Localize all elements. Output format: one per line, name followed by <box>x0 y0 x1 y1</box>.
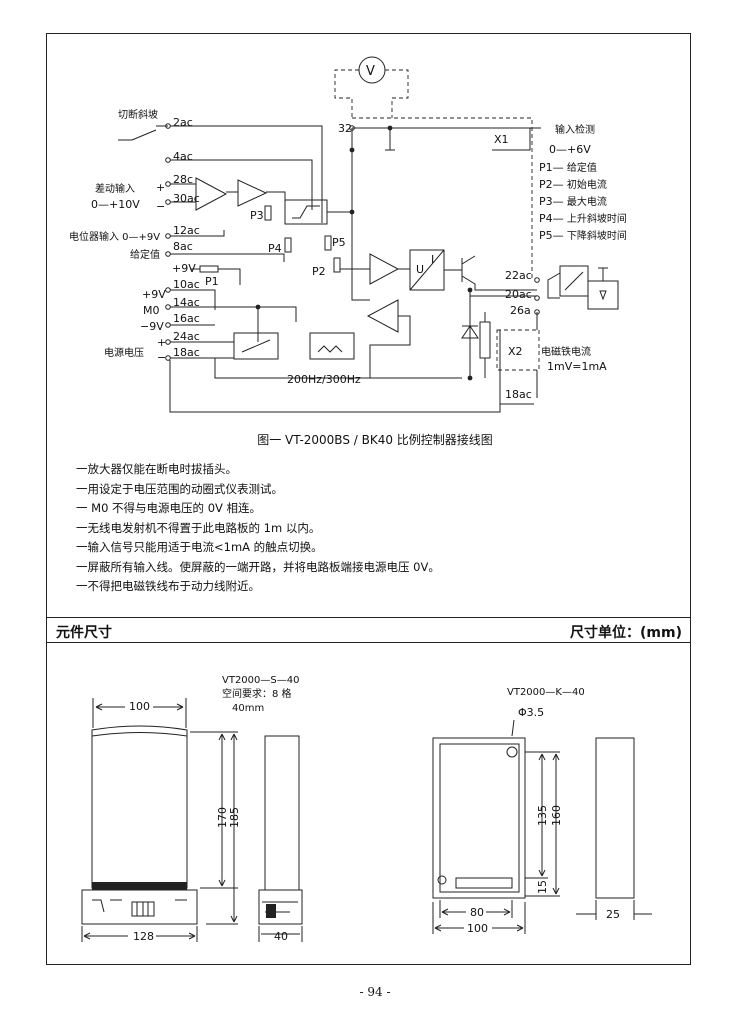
dimension-drawings: VT2000—S—40 空间要求：8 格 40mm 100 170 185 12… <box>81 675 652 943</box>
pot-input-label: 电位器输入 0—+9V <box>69 230 160 243</box>
plus9v-label: +9V <box>142 288 166 301</box>
term-4ac: 4ac <box>173 150 193 163</box>
minus9v-label: −9V <box>140 320 164 333</box>
power-plus: + <box>157 336 166 349</box>
term-26a: 26a <box>510 304 531 317</box>
k-dim-160: 160 <box>550 805 563 826</box>
term-24ac: 24ac <box>173 330 200 343</box>
diff-minus: − <box>156 200 165 213</box>
p1-plus9v: +9V <box>172 262 196 275</box>
pot-item: P3— 最大电流 <box>539 195 607 208</box>
s-dim-185: 185 <box>228 807 241 828</box>
s-dim-128: 128 <box>133 930 154 943</box>
pot-item: P5— 下降斜坡时间 <box>539 229 627 242</box>
u-label: U <box>416 263 424 276</box>
k-dim-25: 25 <box>606 908 620 921</box>
term-14ac: 14ac <box>173 296 200 309</box>
page-frame <box>46 33 691 965</box>
pot-list: P1— 给定值 P2— 初始电流 P3— 最大电流 P4— 上升斜坡时间 P5—… <box>539 160 627 245</box>
input-range-label: 0—+6V <box>549 143 591 156</box>
s-space-label: 空间要求：8 格 <box>222 687 292 700</box>
k-dim-15: 15 <box>536 880 549 894</box>
term-2ac: 2ac <box>173 116 193 129</box>
p1-label: P1 <box>205 275 219 288</box>
term-18ac-right: 18ac <box>505 388 532 401</box>
i-label: I <box>431 253 434 266</box>
figure-caption: 图一 VT-2000BS / BK40 比例控制器接线图 <box>257 433 493 447</box>
term-32: 32 <box>338 122 352 135</box>
switch-ramp-label: 切断斜坡 <box>118 108 158 121</box>
circuit-diagram: V 2ac 4ac 28c 30ac 12ac 8ac 10ac 14ac 16… <box>69 56 619 413</box>
section-divider-bottom <box>46 642 691 643</box>
power-minus: − <box>157 351 166 364</box>
k-model-label: VT2000—K—40 <box>507 687 585 698</box>
note-item: 一屏蔽所有输入线。使屏蔽的一端开路，并将电路板端接电源电压 0V。 <box>76 559 440 574</box>
note-item: 一输入信号只能用适于电流<1mA 的触点切换。 <box>76 540 323 554</box>
term-28c: 28c <box>173 173 193 186</box>
note-item: 一放大器仅能在断电时拔插头。 <box>76 462 237 476</box>
section-units: 尺寸单位：(mm) <box>570 625 682 641</box>
input-detect-label: 输入检测 <box>555 123 595 136</box>
term-10ac: 10ac <box>173 278 200 291</box>
section-divider-top <box>46 617 691 618</box>
k-dim-80: 80 <box>470 906 484 919</box>
freq-label: 200Hz/300Hz <box>287 373 361 386</box>
s-space-width: 40mm <box>232 703 264 714</box>
diff-input-label: 差动输入 <box>95 182 135 195</box>
x2-label: X2 <box>508 345 523 358</box>
s-dim-100: 100 <box>129 700 150 713</box>
page-number: - 94 - <box>359 985 391 999</box>
term-12ac: 12ac <box>173 224 200 237</box>
note-item: 一 M0 不得与电源电压的 0V 相连。 <box>76 501 262 515</box>
term-18ac-left: 18ac <box>173 346 200 359</box>
x1-label: X1 <box>494 133 509 146</box>
term-20ac: 20ac <box>505 288 532 301</box>
voltmeter-label: V <box>366 64 375 79</box>
s-dim-170: 170 <box>216 807 229 828</box>
diff-range-label: 0—+10V <box>91 198 140 211</box>
term-8ac: 8ac <box>173 240 193 253</box>
p2-label: P2 <box>312 265 326 278</box>
k-hole-label: Φ3.5 <box>518 706 544 719</box>
coil-current-label: 电磁铁电流 <box>541 345 591 358</box>
coil-ratio-label: 1mV=1mA <box>547 360 607 373</box>
section-title: 元件尺寸 <box>56 625 112 641</box>
power-label: 电源电压 <box>104 346 144 359</box>
notes-list: 一放大器仅能在断电时拔插头。 一用设定于电压范围的动圈式仪表测试。 一 M0 不… <box>76 460 440 597</box>
m0-label: M0 <box>143 304 160 317</box>
term-22ac: 22ac <box>505 269 532 282</box>
term-16ac: 16ac <box>173 312 200 325</box>
diff-plus: + <box>156 181 165 194</box>
k-dim-135: 135 <box>536 805 549 826</box>
k-dim-100: 100 <box>467 922 488 935</box>
s-dim-40: 40 <box>274 930 288 943</box>
p4-label: P4 <box>268 242 282 255</box>
pot-item: P2— 初始电流 <box>539 178 607 191</box>
pot-item: P4— 上升斜坡时间 <box>539 212 627 225</box>
note-item: 一用设定于电压范围的动圈式仪表测试。 <box>76 481 283 496</box>
pot-item: P1— 给定值 <box>539 161 597 174</box>
note-item: 一无线电发射机不得置于此电路板的 1m 以内。 <box>76 520 321 535</box>
p3-label: P3 <box>250 209 264 222</box>
p5-label: P5 <box>332 236 346 249</box>
setpoint-label: 给定值 <box>130 248 160 261</box>
note-item: 一不得把电磁铁线布于动力线附近。 <box>76 579 260 593</box>
s-model-label: VT2000—S—40 <box>222 675 299 686</box>
